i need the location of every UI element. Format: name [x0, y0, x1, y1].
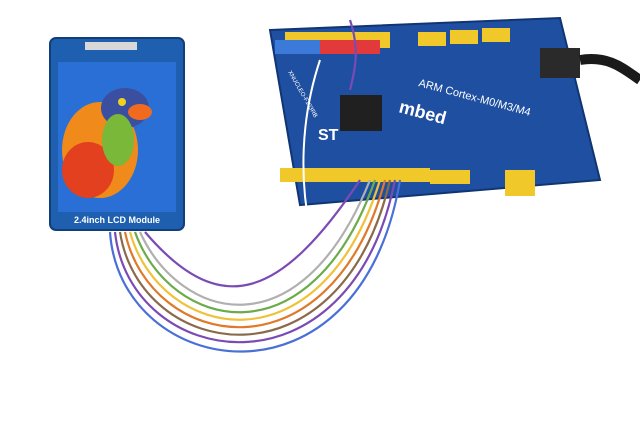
header-bottom-2: [430, 170, 470, 184]
header-red: [320, 40, 380, 54]
header-bottom: [280, 168, 430, 182]
mbed-board: ARM Cortex-M0/M3/M4 mbed ST XNUCLEO-F103…: [268, 16, 602, 207]
power-jack: [540, 48, 580, 78]
lcd-pin-header: [85, 42, 137, 50]
power-cable: [579, 54, 640, 85]
header-blue: [275, 40, 320, 54]
lcd-module: 2.4inch LCD Module: [49, 37, 185, 231]
parrot-image: [62, 88, 152, 198]
jumper-wires: [108, 19, 402, 353]
st-logo: ST: [318, 127, 339, 144]
mcu-chip: [340, 95, 382, 131]
lcd-module-label: 2.4inch LCD Module: [74, 215, 160, 225]
